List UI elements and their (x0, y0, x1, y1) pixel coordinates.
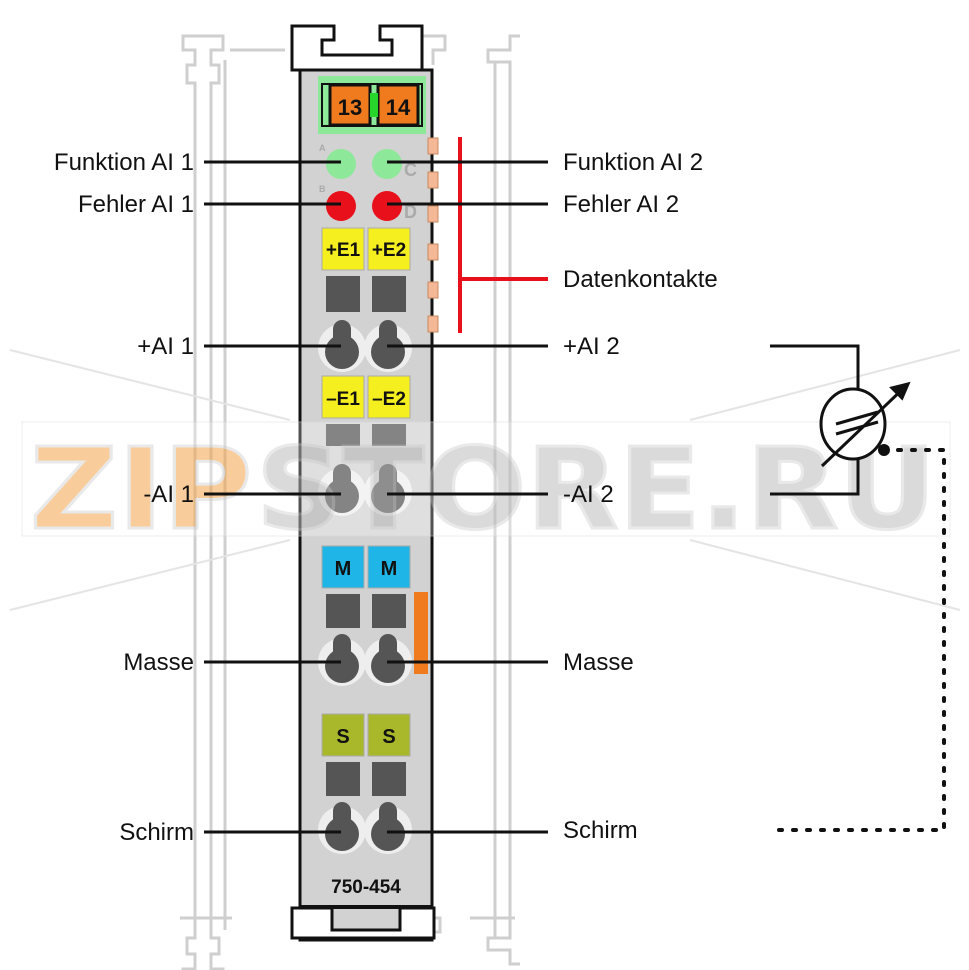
variable-resistor-symbol (770, 344, 911, 496)
terminal-plus-e2: +E2 (372, 240, 406, 261)
label-funktion-ai1: Funktion AI 1 (54, 149, 194, 176)
background-diagonal-lines (9, 349, 961, 611)
right-callout-lines (387, 160, 548, 834)
label-masse-right: Masse (563, 649, 634, 676)
led-error-ai2 (372, 191, 402, 221)
label-minus-ai1: -AI 1 (143, 481, 194, 508)
label-fehler-ai2: Fehler AI 2 (563, 191, 679, 218)
led-function-ai2 (372, 149, 402, 179)
terminal-group-m (321, 545, 428, 674)
label-schirm-right: Schirm (563, 817, 638, 844)
watermark-text-a: ZIP (30, 425, 252, 555)
led-error-ai1 (326, 191, 356, 221)
watermark-text-b: STORE.RU (256, 425, 936, 555)
terminal-plus-e1: +E1 (326, 240, 361, 261)
led-letter-c: C (404, 160, 417, 180)
terminal-m-left: M (335, 558, 352, 580)
terminal-group-e-plus (321, 227, 411, 271)
label-schirm-left: Schirm (119, 819, 194, 846)
label-plus-ai2: +AI 2 (563, 333, 620, 360)
label-fehler-ai1: Fehler AI 1 (78, 191, 194, 218)
top-terminal-14: 14 (386, 95, 411, 120)
data-contacts-bracket (458, 137, 548, 333)
terminal-s-left: S (336, 726, 349, 748)
label-funktion-ai2: Funktion AI 2 (563, 149, 703, 176)
module-body (290, 24, 436, 942)
led-function-ai1 (326, 149, 356, 179)
terminal-m-right: M (381, 558, 398, 580)
label-plus-ai1: +AI 1 (137, 333, 194, 360)
top-terminal-area (318, 76, 426, 134)
led-letter-a: A (319, 143, 326, 153)
part-number: 750-454 (331, 877, 401, 898)
led-letter-d: D (404, 202, 417, 222)
shield-dotted-line (768, 444, 946, 832)
terminal-minus-e2: –E2 (372, 389, 406, 410)
top-terminal-13: 13 (338, 95, 362, 120)
label-minus-ai2: -AI 2 (563, 481, 614, 508)
terminal-s-right: S (382, 726, 395, 748)
terminal-group-e-minus (321, 375, 411, 419)
terminal-minus-e1: –E1 (326, 389, 360, 410)
label-datenkontakte: Datenkontakte (563, 266, 718, 293)
data-contacts (427, 137, 439, 333)
watermark: ZIP STORE.RU (21, 421, 951, 557)
left-callout-lines (204, 160, 341, 834)
label-masse-left: Masse (123, 649, 194, 676)
clamp-openings (318, 320, 412, 854)
led-letter-b: B (319, 184, 326, 194)
terminal-group-s (321, 713, 411, 757)
push-buttons (326, 276, 406, 796)
